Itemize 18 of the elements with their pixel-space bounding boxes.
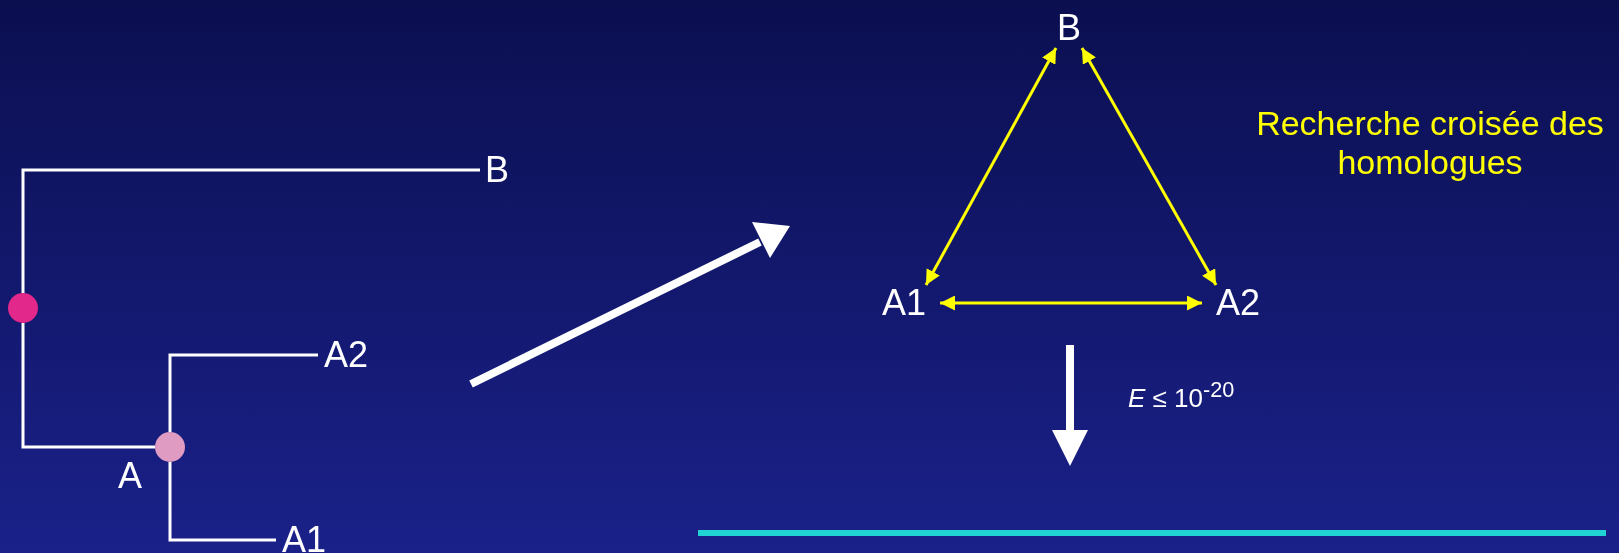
annotation-text: Recherche croisée des homologues xyxy=(1255,104,1605,183)
leaf-label: B xyxy=(480,150,514,190)
tree-branch xyxy=(21,323,155,449)
leaf-label: A2 xyxy=(318,335,374,375)
tree-branch xyxy=(168,353,318,432)
tree-branch xyxy=(168,462,276,542)
node-dot xyxy=(155,432,185,462)
sequence-label: B xyxy=(1052,8,1086,48)
node-dot xyxy=(8,293,38,323)
arrow xyxy=(1080,47,1218,286)
tree-branch xyxy=(21,168,480,293)
node-label: A xyxy=(118,458,142,494)
arrow xyxy=(924,47,1058,286)
sequence-label: A1 xyxy=(876,283,932,323)
sequence-label: A2 xyxy=(1210,283,1266,323)
arrow xyxy=(940,295,1202,311)
leaf-label: A1 xyxy=(276,520,332,553)
threshold-label: E ≤ 10$^{-20}$ xyxy=(1128,378,1236,414)
